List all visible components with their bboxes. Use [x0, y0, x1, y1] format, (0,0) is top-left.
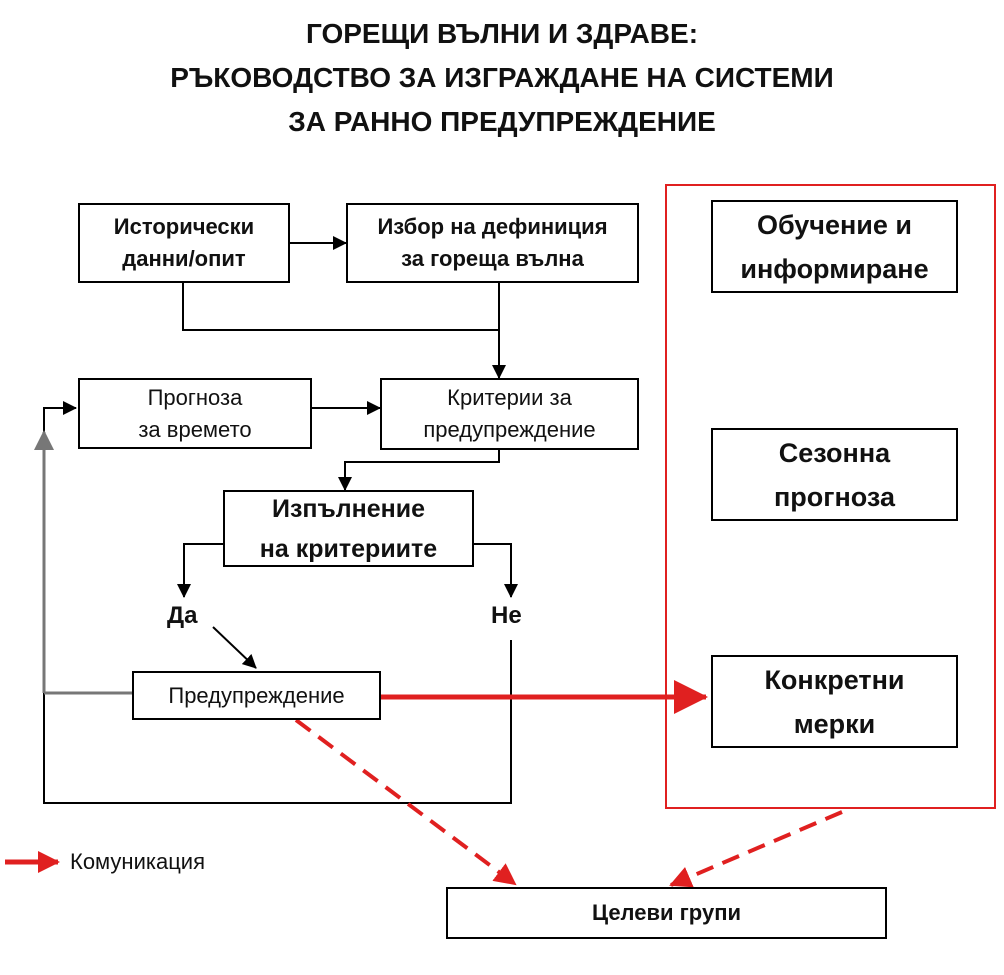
feedback-arrowhead: [34, 430, 54, 450]
arrow-fulfilment-to-yes: [177, 543, 223, 598]
box-warning-criteria: Критерии за предупреждение: [380, 378, 639, 450]
box-specific-measures: Конкретни мерки: [711, 655, 958, 748]
box-target-label: Целеви групи: [591, 900, 741, 925]
decision-yes-label: Да: [167, 602, 198, 629]
box-criteria-fulfilment: Изпълнение на критериите: [223, 490, 474, 567]
box-measures-line-1: Конкретни: [764, 664, 905, 695]
box-forecast-line-1: Прогноза: [147, 384, 243, 410]
title-line-1: ГОРЕЩИ ВЪЛНИ И ЗДРАВЕ:: [305, 18, 699, 49]
box-fulfilment-line-2: на критериите: [259, 534, 438, 563]
box-definition-line-1: Избор на дефиниция: [377, 214, 608, 239]
box-definition-line-2: за гореща вълна: [401, 246, 584, 271]
box-measures-line-2: мерки: [793, 708, 876, 739]
arrow-yes-to-warning: [212, 626, 257, 669]
arrow-criteria-to-fulfilment: [338, 450, 500, 491]
box-forecast-line-2: за времето: [138, 416, 252, 442]
arrow-fulfilment-to-no: [474, 543, 518, 598]
box-heatwave-definition: Избор на дефиниция за гореща вълна: [346, 203, 639, 283]
box-weather-forecast: Прогноза за времето: [78, 378, 312, 449]
decision-no-label: Не: [491, 602, 522, 629]
box-historical-line-2: данни/опит: [122, 246, 246, 271]
box-fulfilment-line-1: Изпълнение: [272, 494, 425, 523]
box-seasonal-forecast: Сезонна прогноза: [711, 428, 958, 521]
box-target-groups: Целеви групи: [446, 887, 887, 939]
box-seasonal-line-2: прогноза: [773, 481, 896, 512]
feedback-loop-no: [43, 401, 512, 804]
title-line-3: ЗА РАННО ПРЕДУПРЕЖДЕНИЕ: [288, 106, 716, 137]
box-historical-line-1: Исторически: [113, 214, 255, 239]
legend-communication-label: Комуникация: [70, 849, 206, 874]
box-seasonal-line-1: Сезонна: [778, 437, 891, 468]
box-historical-data: Исторически данни/опит: [78, 203, 290, 283]
title-line-2: РЪКОВОДСТВО ЗА ИЗГРАЖДАНЕ НА СИСТЕМИ: [170, 62, 834, 93]
box-criteria-line-2: предупреждение: [423, 417, 596, 442]
measures-container: [665, 184, 996, 809]
box-warning-label: Предупреждение: [168, 682, 345, 708]
box-training-information: Обучение и информиране: [711, 200, 958, 293]
box-training-line-2: информиране: [740, 253, 929, 284]
comm-arrow-warning-to-target: [294, 718, 517, 886]
box-criteria-line-1: Критерии за: [447, 385, 572, 410]
arrow-to-criteria: [182, 283, 506, 379]
box-training-line-1: Обучение и: [756, 209, 913, 240]
comm-arrow-measures-to-target: [669, 810, 843, 888]
diagram-title: ГОРЕЩИ ВЪЛНИ И ЗДРАВЕ: РЪКОВОДСТВО ЗА ИЗ…: [0, 12, 1004, 144]
box-warning: Предупреждение: [132, 671, 381, 720]
